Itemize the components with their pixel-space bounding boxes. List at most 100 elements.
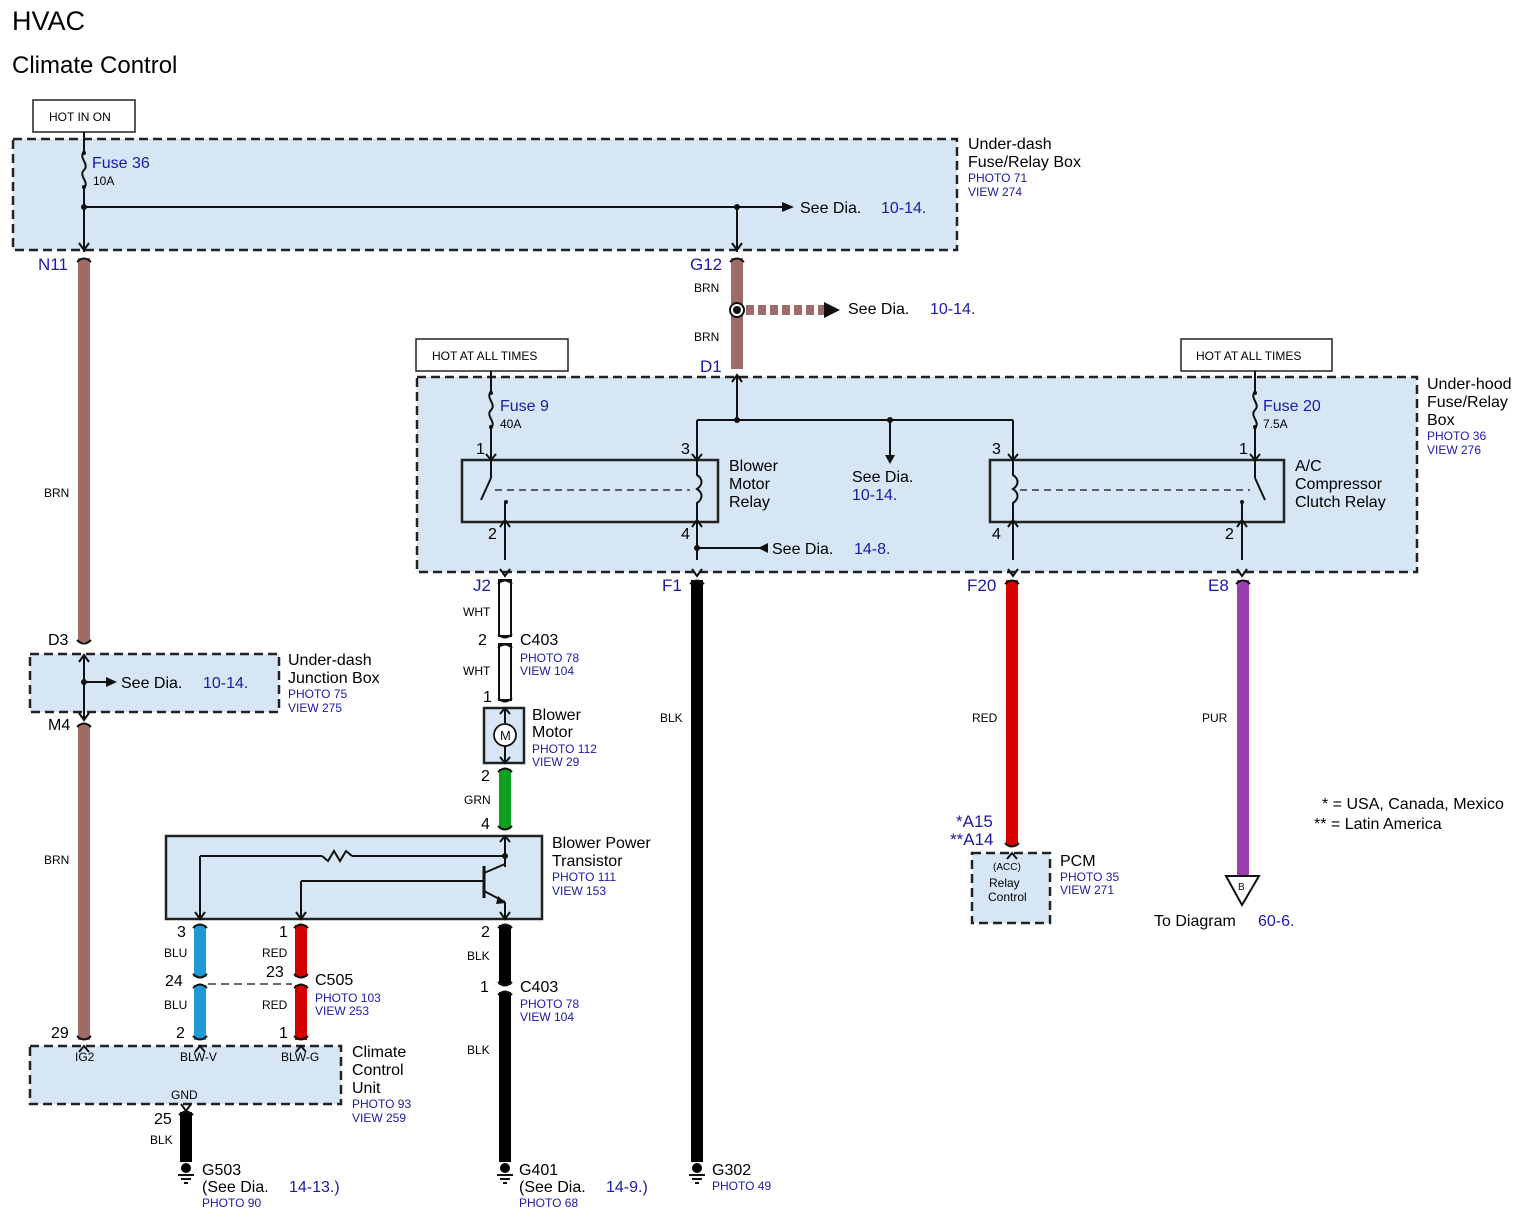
center-see-dia-ref[interactable]: 10-14.	[852, 487, 897, 504]
page-title: HVAC	[12, 6, 85, 36]
fuse-box-see-dia-ref[interactable]: 10-14.	[881, 200, 926, 217]
ac-pin-1: 1	[1239, 441, 1248, 458]
c505-pin-2: 2	[176, 1025, 185, 1042]
junction-box-view: VIEW 275	[288, 701, 342, 715]
fuse-box-see-dia-text: See Dia.	[800, 200, 861, 217]
underhood-fuse-relay-box	[415, 375, 1419, 574]
transistor-name-2: Transistor	[552, 853, 623, 870]
g302-name: G302	[712, 1162, 751, 1179]
pin-d1: D1	[700, 357, 722, 376]
climate-term-blwg: BLW-G	[281, 1050, 319, 1064]
g302-ground-symbol	[689, 1174, 705, 1184]
hot-in-on-label: HOT IN ON	[49, 110, 111, 124]
page-subtitle: Climate Control	[12, 52, 177, 79]
blower-motor-photo: PHOTO 112	[532, 742, 597, 756]
climate-unit-name-1: Climate	[352, 1044, 406, 1061]
pcm-control: Control	[988, 890, 1027, 904]
fuse-36-rating: 10A	[93, 174, 114, 188]
g401-ground-symbol	[497, 1174, 513, 1184]
wire-f20-red	[1006, 580, 1018, 846]
c403b-wire-blk: BLK	[467, 1043, 490, 1057]
c403-bottom-pin-1: 1	[480, 979, 489, 996]
transistor-photo: PHOTO 111	[552, 870, 616, 884]
hot-at-all-times-right-label: HOT AT ALL TIMES	[1196, 349, 1301, 363]
blower-motor-relay	[460, 458, 720, 524]
blower-relay-label-2: Motor	[729, 476, 771, 493]
br-pin-3: 3	[681, 441, 690, 458]
underdash-fuse-relay-box	[11, 137, 959, 252]
underdash-fuse-box-name-2: Fuse/Relay Box	[968, 154, 1081, 171]
underhood-box-photo: PHOTO 36	[1427, 429, 1486, 443]
wire-j2-wht	[498, 579, 512, 637]
pin-g12: G12	[690, 255, 722, 274]
transistor-view: VIEW 153	[552, 884, 606, 898]
climate-term-blwv: BLW-V	[180, 1050, 217, 1064]
hot-at-all-times-left-tag	[415, 338, 569, 372]
g12-see-dia-ref[interactable]: 10-14.	[930, 301, 975, 318]
wire-g503-blk	[180, 1112, 192, 1162]
g503-see-ref[interactable]: 14-13.)	[289, 1179, 340, 1196]
g401-see-ref[interactable]: 14-9.)	[606, 1179, 648, 1196]
c505-photo: PHOTO 103	[315, 991, 381, 1005]
g401-photo: PHOTO 68	[519, 1196, 578, 1210]
see-14-8-ref[interactable]: 14-8.	[854, 541, 890, 558]
g401-name: G401	[519, 1162, 558, 1179]
m4-wire-brn: BRN	[44, 853, 69, 867]
g12-see-dia-text: See Dia.	[848, 301, 909, 318]
to-diagram-ref[interactable]: 60-6.	[1258, 913, 1294, 930]
wire-motor-grn	[499, 769, 511, 829]
hot-at-all-times-left-label: HOT AT ALL TIMES	[432, 349, 537, 363]
wire-blu-bottom	[194, 985, 206, 1040]
underdash-junction-box	[28, 652, 281, 714]
transistor-pin-2: 2	[481, 924, 490, 941]
pcm-pin-a15: *A15	[956, 812, 993, 831]
f1-wire-blk: BLK	[660, 711, 683, 725]
br-pin-4: 4	[681, 526, 690, 543]
pcm-photo: PHOTO 35	[1060, 870, 1119, 884]
pin-d3: D3	[48, 632, 69, 649]
underhood-box-name-1: Under-hood	[1427, 376, 1512, 393]
junction-see-dia-ref[interactable]: 10-14.	[203, 675, 248, 692]
pcm-view: VIEW 271	[1060, 883, 1114, 897]
fuse-9-rating: 40A	[500, 417, 521, 431]
ac-compressor-clutch-relay	[988, 458, 1286, 524]
c403-bottom-view: VIEW 104	[520, 1010, 574, 1024]
junction-see-dia-text: See Dia.	[121, 675, 182, 692]
underdash-fuse-box-photo: PHOTO 71	[968, 171, 1027, 185]
c403-top-view: VIEW 104	[520, 664, 574, 678]
c403-top-pin-2: 2	[478, 632, 487, 649]
red-top-label: RED	[262, 946, 288, 960]
wire-c403-wht	[498, 643, 512, 701]
pcm-relay: Relay	[989, 876, 1020, 890]
g12-wire-brn-top: BRN	[694, 281, 719, 295]
g12-wire-brn-bottom: BRN	[694, 330, 719, 344]
to-diagram-triangle	[1224, 875, 1261, 908]
transistor-name-1: Blower Power	[552, 835, 651, 852]
blower-relay-label-3: Relay	[729, 494, 770, 511]
fuse-9-symbol	[488, 391, 494, 460]
to-diagram-text: To Diagram	[1154, 913, 1236, 930]
underdash-fuse-box-name-1: Under-dash	[968, 136, 1052, 153]
n11-wire-brn: BRN	[44, 486, 69, 500]
c403-wire-wht: WHT	[463, 664, 491, 678]
j2-wire-wht: WHT	[463, 605, 491, 619]
g302-photo: PHOTO 49	[712, 1179, 771, 1193]
g503-ground-symbol	[178, 1174, 194, 1184]
see-14-8-text: See Dia.	[772, 541, 833, 558]
ac-pin-4: 4	[992, 526, 1001, 543]
ac-relay-label-2: Compressor	[1295, 476, 1383, 493]
c505-view: VIEW 253	[315, 1004, 369, 1018]
ac-pin-3: 3	[992, 441, 1001, 458]
g503-wire-blk: BLK	[150, 1133, 173, 1147]
wire-red-top	[295, 925, 307, 977]
climate-unit-name-2: Control	[352, 1062, 404, 1079]
transistor-pin-1: 1	[279, 924, 288, 941]
c403-top-photo: PHOTO 78	[520, 651, 579, 665]
ac-relay-label-3: Clutch Relay	[1295, 494, 1386, 511]
f20-wire-red: RED	[972, 711, 998, 725]
junction-box-name-1: Under-dash	[288, 652, 372, 669]
wire-m4-brn	[78, 724, 90, 1040]
note-usa: * = USA, Canada, Mexico	[1322, 796, 1504, 813]
blower-power-transistor	[164, 834, 544, 921]
